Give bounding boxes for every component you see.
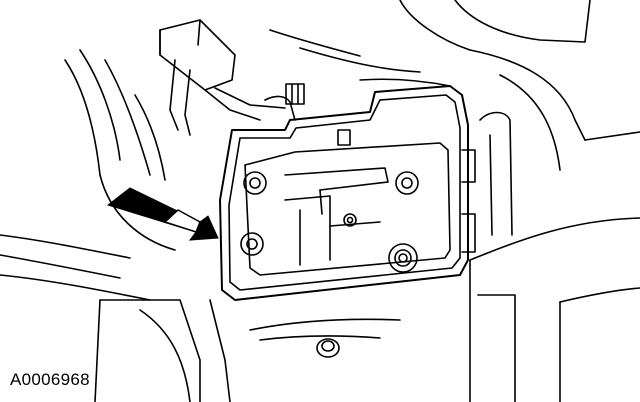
battery-tray [219,85,476,301]
electrical-connector [159,19,305,136]
figure-id-label: A0006968 [10,370,90,389]
mounting-bolts [240,171,419,273]
arrow-icon [106,187,219,241]
